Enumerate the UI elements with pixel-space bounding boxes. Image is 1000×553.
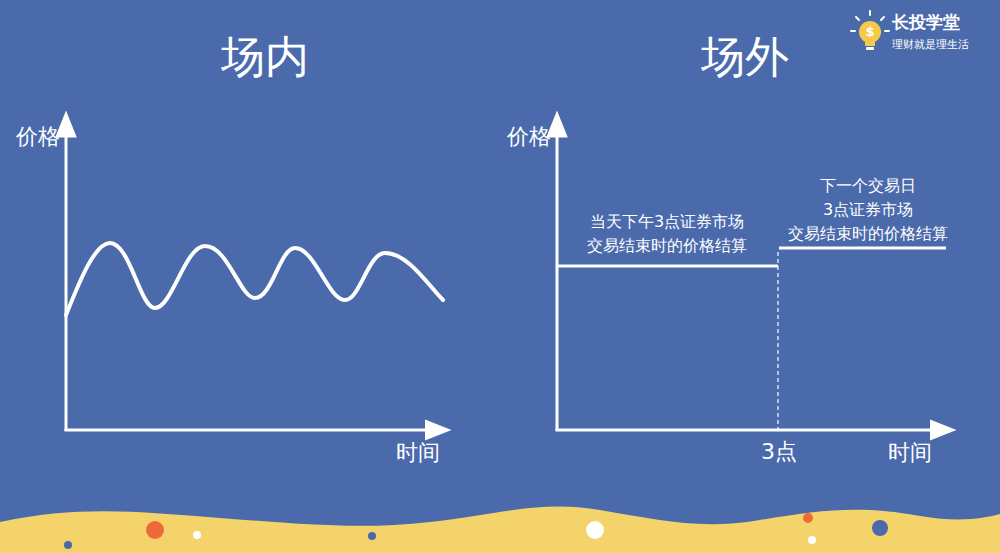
axis-label: 时间 [396,440,440,466]
right-axes [556,124,944,431]
price-wave [66,243,443,315]
logo-name: 长投学堂 [892,12,960,32]
bottom-wave-band [0,507,1000,553]
section-title: 场内 [221,31,309,84]
logo-symbol: $ [865,24,874,40]
left-axes [65,124,439,431]
annotation: 下一个交易日 3点证券市场 交易结束时的价格结算 [788,174,948,246]
logo-slogan: 理财就是理生活 [892,38,969,51]
axis-label: 价格 [507,124,551,150]
dashed-time-marker [777,252,778,430]
annotation: 当天下午3点证券市场 交易结束时的价格结算 [587,210,747,258]
logo-bulb [851,11,889,50]
axis-tick-label: 3点 [761,439,797,465]
axis-label: 价格 [16,124,60,150]
axis-label: 时间 [888,440,932,466]
section-title: 场外 [701,31,789,84]
